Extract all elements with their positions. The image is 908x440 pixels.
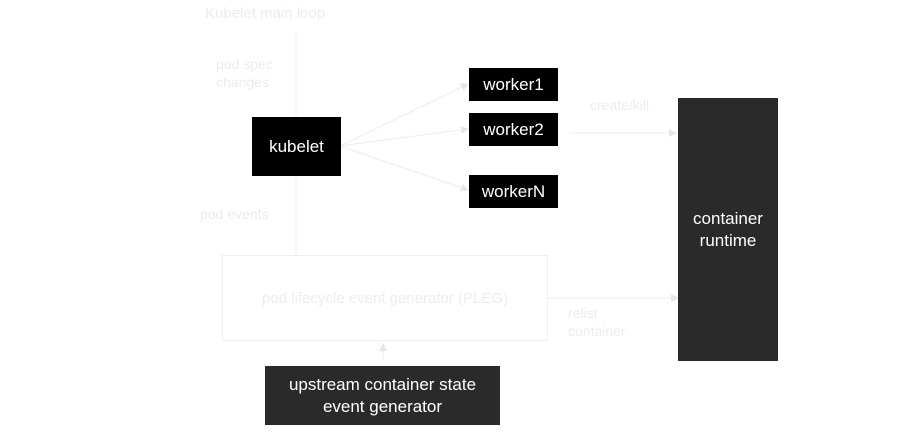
- workerN-node: workerN: [469, 175, 558, 208]
- label-pod-spec-2: changes: [216, 74, 269, 90]
- label-top: Kubelet main loop: [205, 5, 326, 22]
- worker2-label: worker2: [483, 119, 544, 139]
- label-relist-2: container: [568, 323, 626, 339]
- worker1-label: worker1: [483, 74, 544, 94]
- label-pod-events: pod events: [200, 206, 269, 222]
- upstream-event-generator-node: upstream container state event generator: [265, 366, 500, 425]
- label-create: create/kill: [590, 97, 650, 113]
- workerN-label: workerN: [481, 181, 546, 201]
- worker1-node: worker1: [469, 68, 558, 101]
- edge-kubelet-worker2: [339, 125, 469, 147]
- pleg-box: pod lifecycle event generator (PLEG): [222, 255, 548, 341]
- container-runtime-label: container runtime: [693, 208, 763, 250]
- label-pod-spec-1: pod spec: [216, 56, 273, 72]
- pleg-label: pod lifecycle event generator (PLEG): [262, 289, 508, 307]
- kubelet-label: kubelet: [269, 136, 324, 156]
- edge-kubelet-workerN: [339, 145, 469, 192]
- kubelet-node: kubelet: [252, 117, 341, 176]
- label-relist-1: relist: [568, 305, 598, 321]
- upstream-event-generator-label: upstream container state event generator: [288, 374, 477, 416]
- container-runtime-node: container runtime: [678, 98, 778, 361]
- edge-kubelet-worker1: [339, 83, 469, 147]
- worker2-node: worker2: [469, 113, 558, 146]
